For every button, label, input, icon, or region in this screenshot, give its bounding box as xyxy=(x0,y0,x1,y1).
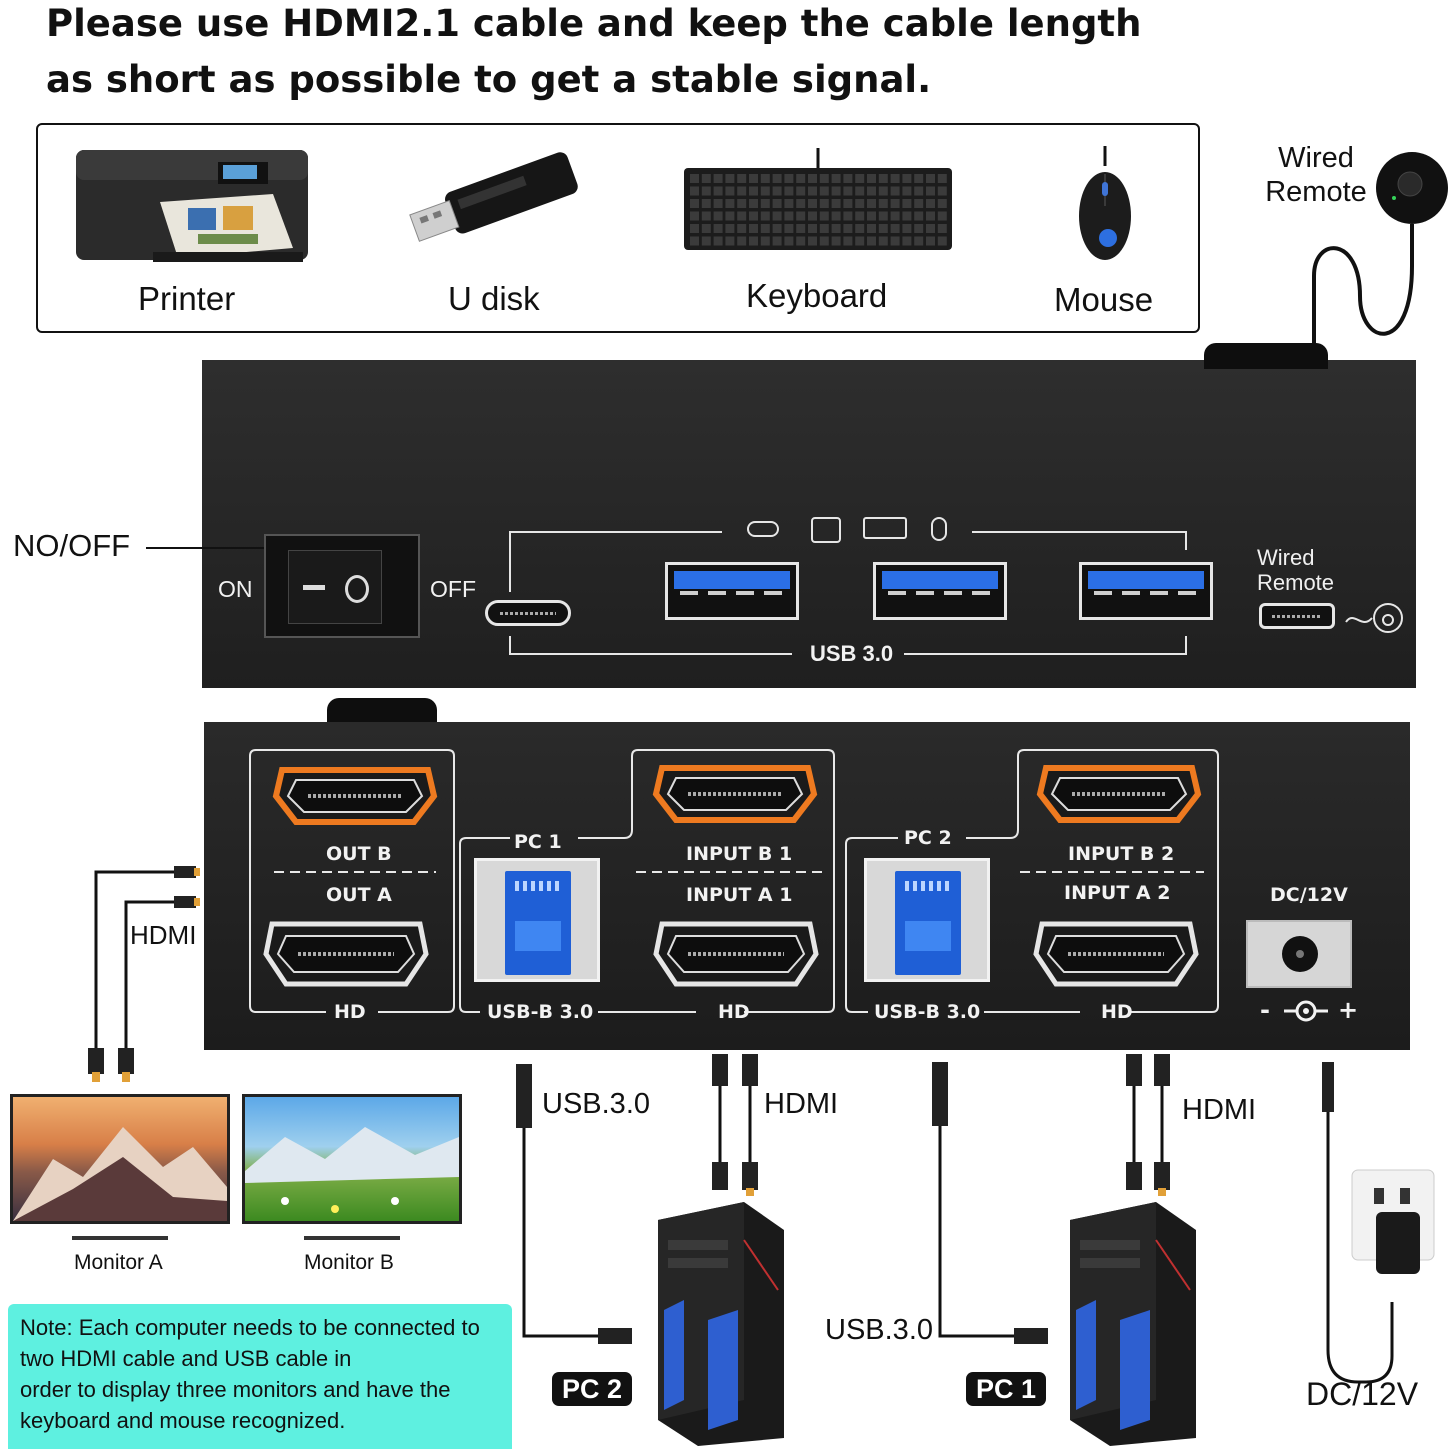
hdmi-port-input-a1[interactable] xyxy=(652,920,820,988)
keyboard-label: Keyboard xyxy=(746,277,888,314)
remote-receiver-knob xyxy=(1204,343,1328,369)
headline-line-1: Please use HDMI2.1 cable and keep the ca… xyxy=(46,2,1142,45)
usb-cable-label-pc1: USB.3.0 xyxy=(825,1314,933,1346)
hdmi-cable-label-monitors: HDMI xyxy=(130,920,197,950)
on-mark-icon xyxy=(303,585,325,590)
dc-power-label: DC/12V xyxy=(1306,1376,1419,1412)
note-box: Note: Each computer needs to be connecte… xyxy=(8,1304,512,1449)
note-line-3: order to display three monitors and have… xyxy=(20,1377,451,1402)
dc-polarity-icon xyxy=(1284,1000,1328,1022)
remote-port[interactable] xyxy=(1259,603,1335,629)
pc2-tower-icon xyxy=(658,1202,784,1446)
hd-label-3: HD xyxy=(1101,1001,1133,1023)
usb-30-label: USB 3.0 xyxy=(810,641,894,666)
monitor-a-stand xyxy=(72,1224,168,1240)
usb-b-label-1: USB-B 3.0 xyxy=(487,1001,594,1023)
usb-b-port-pc1[interactable] xyxy=(474,858,600,982)
monitor-b-screen xyxy=(242,1094,462,1224)
power-callout-label: NO/OFF xyxy=(13,528,131,563)
input-a1-label: INPUT A 1 xyxy=(686,884,793,906)
note-line-4: keyboard and mouse recognized. xyxy=(20,1408,346,1433)
polarity-minus: - xyxy=(1260,996,1270,1024)
monitor-a-label: Monitor A xyxy=(74,1251,163,1274)
headline: Please use HDMI2.1 cable and keep the ca… xyxy=(46,0,1166,108)
usb-b-port-pc2[interactable] xyxy=(864,858,990,982)
usb-c-port[interactable] xyxy=(485,600,571,626)
out-a-label: OUT A xyxy=(326,884,392,906)
off-mark-icon xyxy=(345,575,369,603)
dc-jack[interactable] xyxy=(1246,920,1352,988)
monitor-b-stand xyxy=(304,1224,400,1240)
remote-symbol-icon xyxy=(1345,603,1403,633)
headline-line-2: as short as possible to get a stable sig… xyxy=(46,58,932,101)
hdmi-port-input-b2[interactable] xyxy=(1036,764,1202,824)
pc1-group-label: PC 1 xyxy=(514,831,562,853)
peripherals-box xyxy=(36,123,1200,333)
hdmi-port-input-b1[interactable] xyxy=(652,764,818,824)
hdmi-port-input-a2[interactable] xyxy=(1032,920,1200,988)
printer-icon xyxy=(76,150,308,262)
udisk-label: U disk xyxy=(448,280,540,317)
pc2-group-label: PC 2 xyxy=(904,827,952,849)
off-label: OFF xyxy=(430,576,476,602)
hdmi-cable-label-pc2: HDMI xyxy=(764,1088,839,1120)
pc1-badge: PC 1 xyxy=(966,1372,1047,1406)
note-line-2: two HDMI cable and USB cable in xyxy=(20,1346,352,1371)
power-switch-rocker[interactable] xyxy=(288,550,382,624)
input-b1-label: INPUT B 1 xyxy=(686,843,793,865)
usb-b-label-2: USB-B 3.0 xyxy=(874,1001,981,1023)
power-switch[interactable] xyxy=(264,534,420,638)
rear-port-outlines xyxy=(249,749,1219,1013)
input-b2-label: INPUT B 2 xyxy=(1068,843,1175,865)
note-line-1: Note: Each computer needs to be connecte… xyxy=(20,1315,480,1340)
input-a2-label: INPUT A 2 xyxy=(1064,882,1171,904)
pc2-badge: PC 2 xyxy=(552,1372,633,1406)
mouse-icon xyxy=(1079,146,1131,260)
usb-a-port-1[interactable] xyxy=(665,562,799,620)
printer-label: Printer xyxy=(138,280,236,317)
remote-knob-rear xyxy=(327,698,437,726)
pc1-tower-icon xyxy=(1070,1202,1196,1446)
hd-label-1: HD xyxy=(334,1001,366,1023)
polarity-plus: + xyxy=(1338,996,1359,1024)
monitor-a-screen xyxy=(10,1094,230,1224)
dc-12v-port-label: DC/12V xyxy=(1270,884,1348,906)
usb-a-port-3[interactable] xyxy=(1079,562,1213,620)
hd-label-2: HD xyxy=(718,1001,750,1023)
hdmi-port-out-a[interactable] xyxy=(262,920,430,988)
out-b-label: OUT B xyxy=(326,843,392,865)
monitor-b-label: Monitor B xyxy=(304,1251,394,1274)
usb-port-bracket xyxy=(509,517,1187,655)
remote-port-label: Wired Remote xyxy=(1257,545,1335,595)
mouse-label: Mouse xyxy=(1054,281,1154,318)
usb-drive-icon xyxy=(409,152,578,242)
usb-a-port-2[interactable] xyxy=(873,562,1007,620)
hdmi-port-out-b[interactable] xyxy=(272,766,438,826)
usb-cable-label-pc2: USB.3.0 xyxy=(542,1088,650,1120)
wired-remote-label: Wired Remote xyxy=(1265,142,1367,208)
on-label: ON xyxy=(218,576,253,602)
power-callout-line xyxy=(146,547,264,549)
hdmi-cable-label-pc1: HDMI xyxy=(1182,1094,1257,1126)
keyboard-icon xyxy=(684,148,952,250)
